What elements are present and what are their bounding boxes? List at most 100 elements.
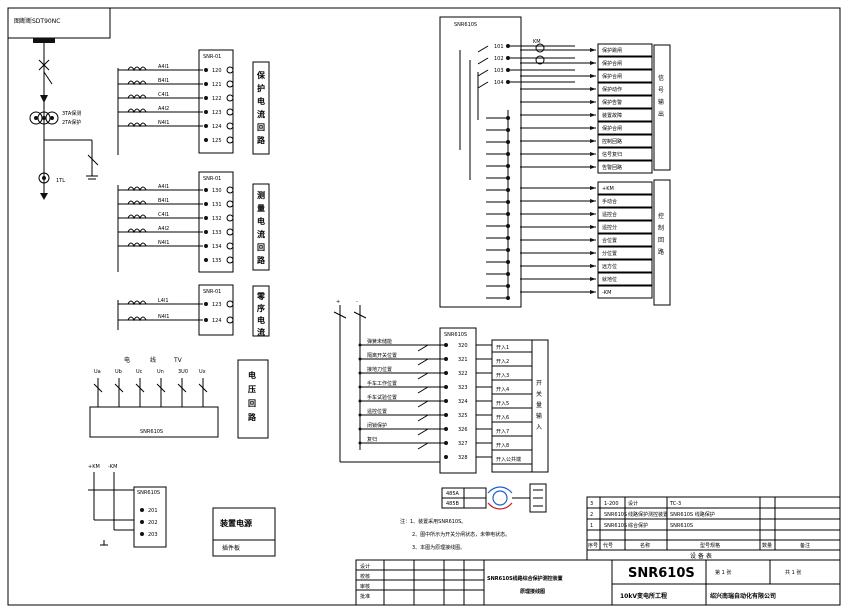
mc-panel-label: SNR-01 bbox=[203, 176, 221, 182]
pc-terminal-icon bbox=[204, 110, 208, 114]
main-rail-terminal-icon bbox=[506, 176, 510, 180]
mc-terminal-icon bbox=[204, 230, 208, 234]
zc-term-number: 123 bbox=[212, 302, 222, 308]
a-signal-cell bbox=[597, 121, 653, 135]
equipment-table-label: 设 备 表 bbox=[690, 552, 712, 560]
a-signal-label: 保护合闸 bbox=[602, 73, 622, 80]
revision-cell: SNR610S bbox=[670, 523, 693, 529]
sign-row-label: 设计 bbox=[360, 563, 370, 570]
comm-label-b: 485B bbox=[446, 501, 460, 507]
io-term-number: 324 bbox=[458, 399, 468, 405]
io-feed-b: - bbox=[356, 299, 358, 305]
main-rail-terminal-icon bbox=[506, 128, 510, 132]
main-rail-terminal-icon bbox=[506, 224, 510, 228]
b-signal-label: 遥控合 bbox=[602, 211, 617, 218]
io-caption: 开关量输入 bbox=[536, 380, 542, 431]
mc-term-number: 133 bbox=[212, 230, 222, 236]
revision-cell: 1 bbox=[590, 523, 593, 529]
main-rail-terminal-icon bbox=[506, 248, 510, 252]
mc-coil-icon bbox=[127, 228, 147, 234]
io-terminal-icon bbox=[444, 385, 448, 389]
revision-cell: SNR610S bbox=[604, 523, 627, 529]
mc-wire-label: A4l2 bbox=[158, 226, 169, 232]
pc-wire-label: A4l1 bbox=[158, 64, 169, 70]
main-rail-terminal-icon bbox=[506, 116, 510, 120]
io-output-label: 开入1 bbox=[496, 345, 509, 351]
pc-wire-label: C4l1 bbox=[158, 92, 169, 98]
b-signal-cell bbox=[597, 207, 653, 221]
b-signal-cell bbox=[597, 220, 653, 234]
revision-cell: TC-3 bbox=[669, 501, 681, 507]
b-signal-cell bbox=[597, 194, 653, 208]
io-block-label: SNR610S bbox=[444, 332, 467, 338]
pc-term-number: 125 bbox=[212, 138, 222, 144]
mc-term-number: 134 bbox=[212, 244, 222, 250]
main-rail-terminal-icon bbox=[506, 296, 510, 300]
voltage-wire-label: Un bbox=[157, 369, 164, 375]
pc-term-number: 121 bbox=[212, 82, 222, 88]
b-signal-cell bbox=[597, 246, 653, 260]
pc-term-number: 124 bbox=[212, 124, 222, 130]
io-block: + - SNR610S 320弹簧未储能321隔离开关位置322接地刀位置323… bbox=[333, 299, 549, 474]
revision-cell: 2 bbox=[590, 512, 593, 518]
io-input-label: 手车工作位置 bbox=[367, 380, 397, 387]
coil-icon bbox=[535, 43, 545, 53]
sign-row-label: 批准 bbox=[360, 593, 370, 600]
mc-term-number: 130 bbox=[212, 188, 222, 194]
io-output-label: 开入4 bbox=[496, 387, 509, 393]
pc-terminal-icon bbox=[204, 68, 208, 72]
main-rail-terminal-icon bbox=[506, 164, 510, 168]
mc-coil-icon bbox=[127, 214, 147, 220]
measure-current-panel: SNR-01 A4l1130B4l1131C4l1132A4l2133N4l11… bbox=[117, 171, 270, 273]
company-name: 绍兴南瑞自动化有限公司 bbox=[710, 592, 776, 600]
pc-coil-icon bbox=[127, 80, 147, 86]
mc-coil-icon bbox=[127, 186, 147, 192]
b-signal-label: -KM bbox=[602, 290, 611, 296]
zc-terminal-icon bbox=[204, 318, 208, 322]
b-signal-label: 遥控分 bbox=[602, 224, 617, 231]
pc-term-number: 120 bbox=[212, 68, 222, 74]
comm-label-a: 485A bbox=[446, 491, 460, 497]
b-signal-cell bbox=[597, 181, 653, 195]
revision-cell: 线路保护测控装置 bbox=[628, 511, 668, 518]
main-rail-terminal-icon bbox=[506, 200, 510, 204]
voltage-bar-label: SNR610S bbox=[140, 429, 163, 435]
note-2: 2、图中所示为开关分闸状态，未带电状态。 bbox=[412, 531, 510, 538]
power-term-3: 203 bbox=[148, 532, 158, 538]
main-top-term: 103 bbox=[494, 68, 504, 74]
power-box-sub: 插件板 bbox=[222, 544, 240, 552]
io-term-number: 325 bbox=[458, 413, 468, 419]
a-signal-label: 保护合闸 bbox=[602, 125, 622, 132]
main-rail-terminal-icon bbox=[506, 272, 510, 276]
main-rail-terminal-icon bbox=[506, 212, 510, 216]
ct-label-1: 3TA保测 bbox=[62, 110, 81, 117]
mc-wire-label: C4l1 bbox=[158, 212, 169, 218]
main-rail-terminal-icon bbox=[506, 284, 510, 288]
drawing-name: SNR610S线路综合保护测控装置 bbox=[487, 575, 563, 582]
title-tag: 图断断SDT90NC bbox=[7, 7, 111, 43]
a-signal-label: 控制回路 bbox=[602, 138, 622, 145]
coil-label: KM bbox=[533, 39, 541, 45]
a-signal-label: 保护跳闸 bbox=[602, 47, 622, 54]
revision-cell: 综合保护 bbox=[628, 522, 648, 529]
voltage-wire-label: Ux bbox=[199, 369, 206, 375]
pc-terminal-icon bbox=[204, 138, 208, 142]
power-term-1: 201 bbox=[148, 508, 158, 514]
b-signal-cell bbox=[597, 259, 653, 273]
power-panel-label: SNR610S bbox=[137, 490, 160, 496]
pc-terminal-icon bbox=[204, 82, 208, 86]
column-header: 代号 bbox=[603, 542, 613, 549]
revision-cell: SNR610S 线路保护 bbox=[670, 511, 715, 518]
a-signal-cell bbox=[597, 69, 653, 83]
b-signal-label: 手动合 bbox=[602, 198, 617, 205]
io-terminal-icon bbox=[444, 399, 448, 403]
io-term-number: 320 bbox=[458, 343, 468, 349]
note-1: 注：1、装置采用SNR610S。 bbox=[400, 518, 466, 525]
primary-line: 3TA保测 2TA保护 1TL bbox=[29, 43, 99, 200]
io-terminal-icon bbox=[444, 427, 448, 431]
pc-terminal-icon bbox=[204, 96, 208, 100]
main-top-terminal-icon bbox=[506, 68, 510, 72]
a-signal-cell bbox=[597, 134, 653, 148]
revision-cell: 3 bbox=[590, 501, 593, 507]
